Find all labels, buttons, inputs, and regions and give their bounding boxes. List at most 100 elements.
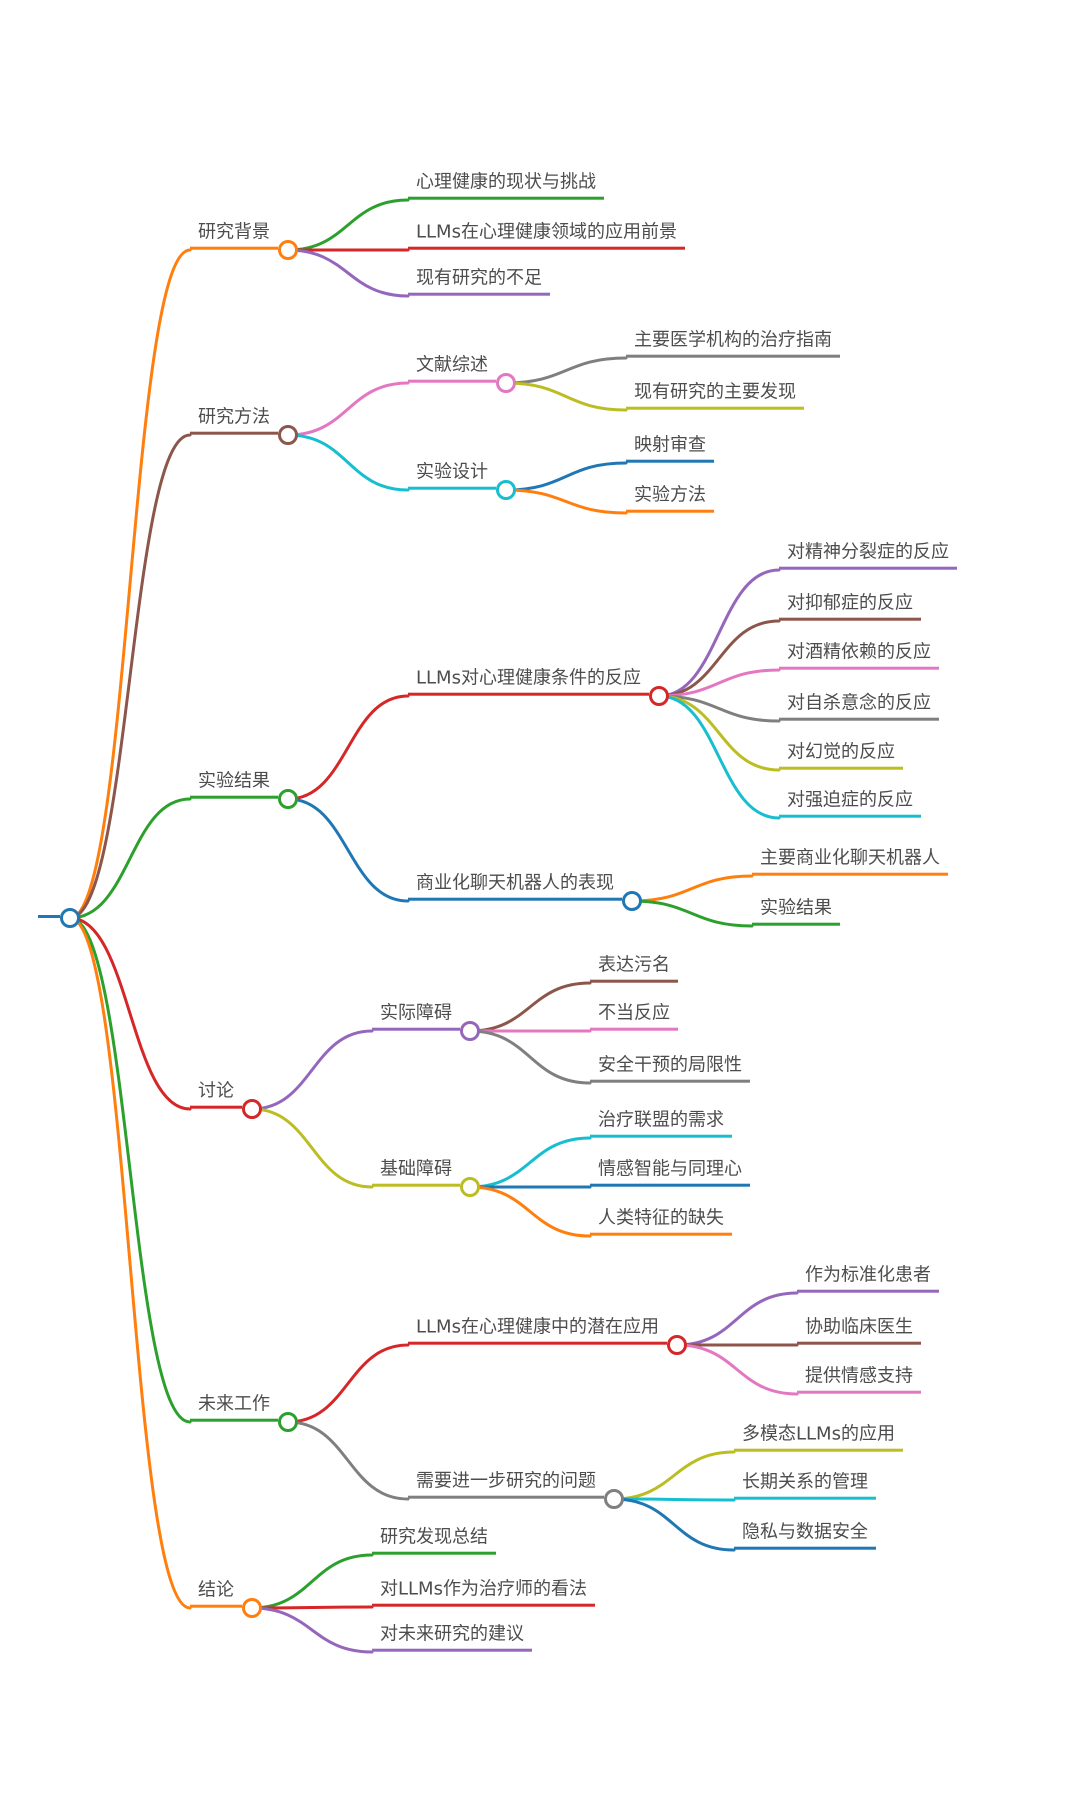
mindmap-link	[612, 1497, 736, 1502]
mindmap-node-label[interactable]: 文献综述	[408, 353, 496, 383]
mindmap-node-label[interactable]: 治疗联盟的需求	[590, 1108, 732, 1138]
mindmap-link	[468, 1185, 592, 1238]
mindmap-link	[657, 568, 781, 698]
mindmap-node-label[interactable]: 情感智能与同理心	[590, 1157, 750, 1187]
mindmap-root-node[interactable]	[38, 900, 60, 918]
mindmap-link	[630, 899, 754, 928]
mindmap-node-label[interactable]: 对自杀意念的反应	[779, 691, 939, 721]
mindmap-node-toggle[interactable]	[604, 1489, 624, 1509]
mindmap-node-label[interactable]: 对强迫症的反应	[779, 788, 921, 818]
mindmap-link	[68, 433, 192, 920]
mindmap-node-toggle[interactable]	[242, 1598, 262, 1618]
mindmap-node-label[interactable]: 实验方法	[626, 483, 714, 513]
mindmap-link	[250, 1107, 374, 1189]
mindmap-link	[504, 461, 628, 492]
mindmap-node-label[interactable]: 实验结果	[752, 896, 840, 926]
mindmap-link	[250, 1553, 374, 1610]
mindmap-link	[68, 916, 192, 1424]
mindmap-node-label[interactable]: 实验结果	[190, 769, 278, 799]
mindmap-node-label[interactable]: 提供情感支持	[797, 1364, 921, 1394]
mindmap-link	[657, 694, 781, 820]
mindmap-node-toggle[interactable]	[622, 891, 642, 911]
mindmap-link	[504, 488, 628, 515]
mindmap-link	[68, 248, 192, 920]
mindmap-link	[286, 198, 410, 252]
mindmap-link	[250, 1029, 374, 1111]
mindmap-node-toggle[interactable]	[278, 1412, 298, 1432]
mindmap-link	[286, 248, 410, 298]
mindmap-node-toggle[interactable]	[460, 1177, 480, 1197]
mindmap-link	[657, 694, 781, 772]
mindmap-node-label[interactable]: 未来工作	[190, 1392, 278, 1422]
mindmap-link	[286, 433, 410, 492]
mindmap-link	[657, 694, 781, 723]
mindmap-node-label[interactable]: 安全干预的局限性	[590, 1053, 750, 1083]
mindmap-node-label[interactable]: 需要进一步研究的问题	[408, 1469, 604, 1499]
mindmap-node-toggle[interactable]	[278, 789, 298, 809]
mindmap-link	[286, 1420, 410, 1501]
mindmap-node-toggle[interactable]	[496, 480, 516, 500]
mindmap-link	[286, 381, 410, 437]
mindmap-node-label[interactable]: LLMs在心理健康中的潜在应用	[408, 1315, 667, 1345]
mindmap-link	[504, 356, 628, 385]
mindmap-node-label[interactable]: LLMs在心理健康领域的应用前景	[408, 220, 685, 250]
mindmap-node-toggle[interactable]	[460, 1021, 480, 1041]
mindmap-link	[250, 1605, 374, 1610]
mindmap-node-toggle[interactable]	[278, 240, 298, 260]
mindmap-node-label[interactable]: 现有研究的不足	[408, 266, 550, 296]
mindmap-node-label[interactable]: 讨论	[190, 1079, 242, 1109]
mindmap-node-label[interactable]: 结论	[190, 1578, 242, 1608]
mindmap-link	[657, 619, 781, 698]
mindmap-link	[68, 797, 192, 920]
mindmap-node-label[interactable]: 作为标准化患者	[797, 1263, 939, 1293]
mindmap-link	[68, 916, 192, 1111]
mindmap-link	[675, 1343, 799, 1396]
mindmap-node-toggle[interactable]	[496, 373, 516, 393]
mindmap-node-label[interactable]: 研究方法	[190, 405, 278, 435]
mindmap-node-label[interactable]: 实际障碍	[372, 1001, 460, 1031]
mindmap-link	[68, 916, 192, 1610]
mindmap-node-label[interactable]: 主要医学机构的治疗指南	[626, 328, 840, 358]
mindmap-node-label[interactable]: 人类特征的缺失	[590, 1206, 732, 1236]
mindmap-node-label[interactable]: 基础障碍	[372, 1157, 460, 1187]
mindmap-node-label[interactable]: 现有研究的主要发现	[626, 380, 804, 410]
mindmap-node-toggle[interactable]	[242, 1099, 262, 1119]
mindmap-node-label[interactable]: 研究发现总结	[372, 1525, 496, 1555]
mindmap-node-label[interactable]: 对酒精依赖的反应	[779, 640, 939, 670]
mindmap-node-label[interactable]: 实验设计	[408, 460, 496, 490]
mindmap-link	[657, 668, 781, 698]
mindmap-node-label[interactable]: 映射审查	[626, 433, 714, 463]
mindmap-node-label[interactable]: 商业化聊天机器人的表现	[408, 871, 622, 901]
mindmap-node-label[interactable]: 长期关系的管理	[734, 1470, 876, 1500]
mindmap-link	[612, 1497, 736, 1552]
mindmap-node-toggle[interactable]	[278, 425, 298, 445]
mindmap-node-label[interactable]: 不当反应	[590, 1001, 678, 1031]
mindmap-node-toggle[interactable]	[649, 686, 669, 706]
mindmap-link	[468, 981, 592, 1033]
mindmap-link	[286, 1343, 410, 1424]
mindmap-node-label[interactable]: 对LLMs作为治疗师的看法	[372, 1577, 595, 1607]
mindmap-node-label[interactable]: 对幻觉的反应	[779, 740, 903, 770]
mindmap-node-toggle[interactable]	[60, 908, 80, 928]
mindmap-link	[630, 874, 754, 903]
mindmap-node-label[interactable]: 对未来研究的建议	[372, 1622, 532, 1652]
mindmap-node-label[interactable]: 对抑郁症的反应	[779, 591, 921, 621]
mindmap-link	[504, 381, 628, 412]
mindmap-link	[468, 1029, 592, 1085]
mindmap-node-label[interactable]: 对精神分裂症的反应	[779, 540, 957, 570]
mindmap-node-label[interactable]: 研究背景	[190, 220, 278, 250]
mindmap-link	[612, 1450, 736, 1501]
mindmap-link	[468, 1136, 592, 1189]
mindmap-node-label[interactable]: 隐私与数据安全	[734, 1520, 876, 1550]
mindmap-node-toggle[interactable]	[667, 1335, 687, 1355]
mindmap-link	[250, 1606, 374, 1654]
mindmap-node-label[interactable]: 心理健康的现状与挑战	[408, 170, 604, 200]
mindmap-node-label[interactable]: 多模态LLMs的应用	[734, 1422, 903, 1452]
mindmap-node-label[interactable]: 主要商业化聊天机器人	[752, 846, 948, 876]
mindmap-node-label[interactable]: LLMs对心理健康条件的反应	[408, 666, 649, 696]
mindmap-node-label[interactable]: 协助临床医生	[797, 1315, 921, 1345]
mindmap-link	[675, 1291, 799, 1347]
mindmap-node-label[interactable]: 表达污名	[590, 953, 678, 983]
mindmap-link	[286, 694, 410, 801]
